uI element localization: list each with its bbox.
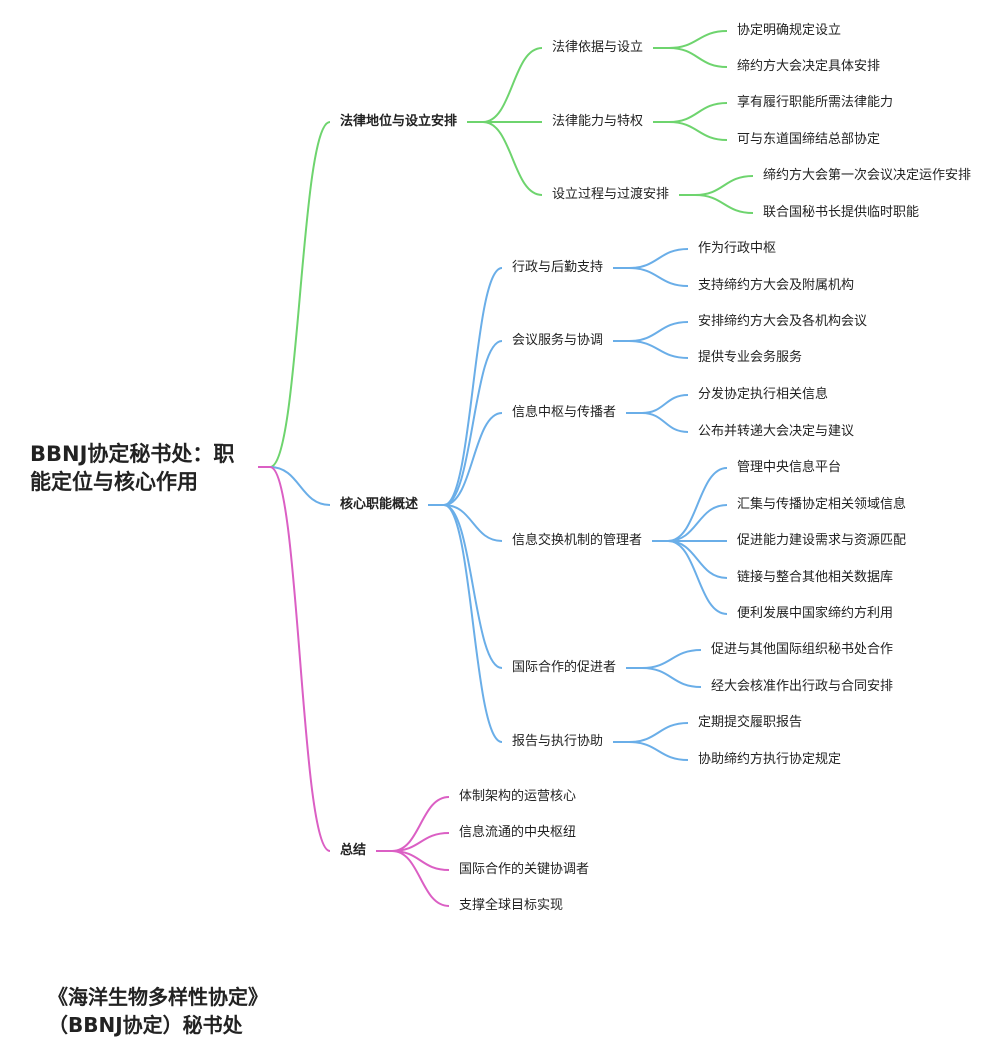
connector-line: [428, 504, 503, 669]
leaf-node[interactable]: 安排缔约方大会及各机构会议: [698, 314, 868, 329]
topic-node[interactable]: 报告与执行协助: [512, 734, 604, 749]
leaf-node[interactable]: 促进与其他国际组织秘书处合作: [711, 642, 894, 657]
leaf-node[interactable]: 协定明确规定设立: [737, 23, 842, 38]
connector-line: [376, 850, 450, 907]
connector-line: [428, 504, 503, 542]
topic-node[interactable]: 信息中枢与传播者: [512, 405, 617, 420]
connector-line: [467, 121, 543, 196]
leaf-node[interactable]: 经大会核准作出行政与合同安排: [711, 679, 894, 694]
topic-node[interactable]: 法律依据与设立: [552, 40, 644, 55]
connector-line: [376, 832, 450, 852]
branch-summary[interactable]: 总结: [340, 843, 367, 858]
leaf-node[interactable]: 链接与整合其他相关数据库: [737, 570, 894, 585]
branch-core-functions[interactable]: 核心职能概述: [340, 497, 419, 512]
connector-line: [376, 796, 450, 852]
summary-item[interactable]: 国际合作的关键协调者: [459, 862, 590, 877]
leaf-node[interactable]: 支持缔约方大会及附属机构: [698, 278, 855, 293]
topic-node[interactable]: 信息交换机制的管理者: [512, 533, 643, 548]
connector-line: [626, 394, 689, 414]
connector-line: [258, 466, 331, 506]
leaf-node[interactable]: 管理中央信息平台: [737, 460, 842, 475]
connector-line: [653, 47, 728, 68]
leaf-node[interactable]: 协助缔约方执行协定规定: [698, 752, 842, 767]
connector-line: [467, 47, 543, 123]
connector-line: [626, 412, 689, 433]
leaf-node[interactable]: 汇集与传播协定相关领域信息: [737, 497, 907, 512]
root-node-title[interactable]: BBNJ协定秘书处：职能定位与核心作用: [30, 442, 235, 494]
leaf-node[interactable]: 提供专业会务服务: [698, 350, 803, 365]
connector-line: [653, 102, 728, 123]
connector-line: [428, 504, 503, 743]
leaf-node[interactable]: 公布并转递大会决定与建议: [698, 424, 855, 439]
footer-title: 《海洋生物多样性协定》（BBNJ协定）秘书处: [48, 985, 268, 1037]
leaf-node[interactable]: 缔约方大会决定具体安排: [737, 59, 881, 74]
leaf-node[interactable]: 分发协定执行相关信息: [698, 387, 829, 402]
connector-line: [652, 540, 728, 615]
leaf-node[interactable]: 享有履行职能所需法律能力: [737, 95, 894, 110]
connector-line: [653, 30, 728, 49]
connector-line: [613, 248, 689, 269]
connector-line: [376, 850, 450, 871]
connector-line: [428, 267, 503, 506]
connector-line: [652, 467, 728, 542]
connector-line: [613, 741, 689, 761]
summary-item[interactable]: 信息流通的中央枢纽: [459, 825, 577, 840]
connector-line: [626, 649, 702, 669]
leaf-node[interactable]: 可与东道国缔结总部协定: [737, 132, 881, 147]
topic-node[interactable]: 行政与后勤支持: [512, 260, 604, 275]
branch-legal-status[interactable]: 法律地位与设立安排: [340, 114, 458, 129]
leaf-node[interactable]: 作为行政中枢: [698, 241, 777, 256]
topic-node[interactable]: 国际合作的促进者: [512, 660, 617, 675]
leaf-node[interactable]: 缔约方大会第一次会议决定运作安排: [763, 168, 972, 183]
connector-line: [613, 722, 689, 743]
connector-line: [626, 667, 702, 688]
topic-node[interactable]: 设立过程与过渡安排: [552, 187, 670, 202]
connector-line: [258, 121, 331, 468]
connector-line: [613, 340, 689, 359]
topic-node[interactable]: 会议服务与协调: [512, 333, 604, 348]
leaf-node[interactable]: 促进能力建设需求与资源匹配: [737, 533, 907, 548]
connector-line: [653, 121, 728, 141]
leaf-node[interactable]: 定期提交履职报告: [698, 715, 803, 730]
summary-item[interactable]: 支撑全球目标实现: [459, 898, 564, 913]
connector-line: [428, 412, 503, 506]
connector-line: [613, 267, 689, 287]
connector-line: [613, 321, 689, 342]
connector-line: [679, 175, 754, 196]
topic-node[interactable]: 法律能力与特权: [552, 114, 644, 129]
connector-line: [679, 194, 754, 214]
leaf-node[interactable]: 便利发展中国家缔约方利用: [737, 606, 894, 621]
connector-line: [258, 466, 331, 852]
leaf-node[interactable]: 联合国秘书长提供临时职能: [763, 205, 920, 220]
summary-item[interactable]: 体制架构的运营核心: [459, 789, 577, 804]
